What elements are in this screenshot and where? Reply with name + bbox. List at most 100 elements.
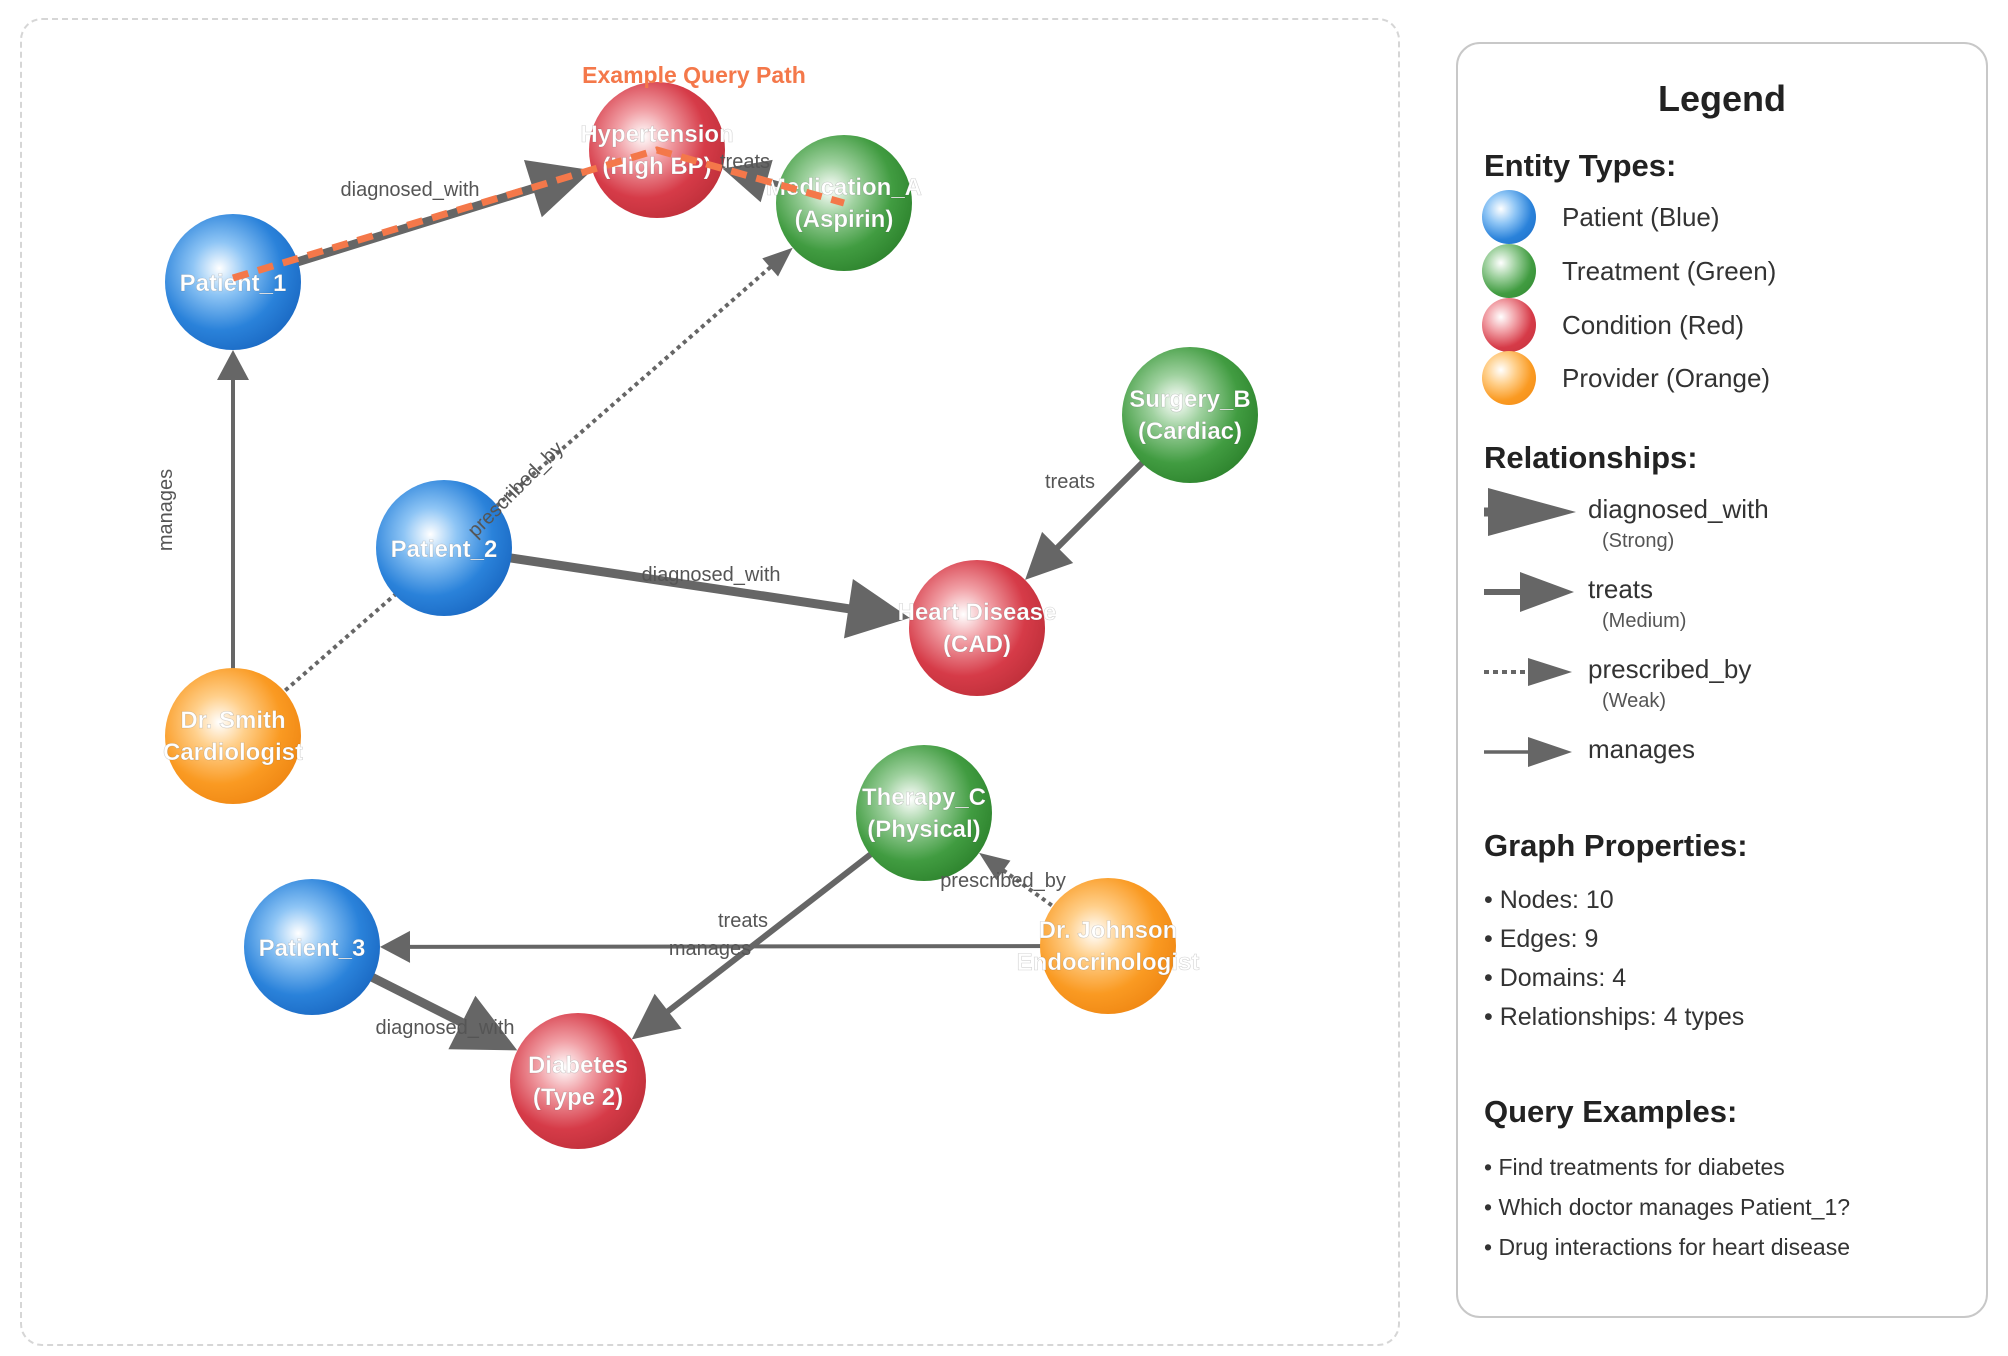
edge-arrowhead — [379, 930, 411, 963]
rel-strength: (Strong) — [1602, 530, 1675, 552]
legend-rel-treats: treats (Medium) — [1482, 560, 1962, 632]
query-path-label: Example Query Path — [582, 62, 806, 88]
graph-property-relationships: • Relationships: 4 types — [1484, 1003, 1745, 1031]
patient-swatch — [1482, 190, 1536, 244]
node-heart-disease[interactable]: Heart Disease(CAD) — [897, 560, 1057, 696]
edge-line — [405, 944, 1071, 949]
query-example-item: • Which doctor manages Patient_1? — [1484, 1194, 1851, 1220]
edge-prescribed-by — [979, 852, 1079, 926]
edge-label: treats — [718, 910, 768, 932]
edge-line — [663, 833, 897, 1017]
node-label: (Type 2) — [533, 1084, 623, 1111]
node-label: Patient_3 — [259, 935, 366, 962]
legend-item-label: Condition (Red) — [1562, 310, 1745, 340]
patient-node-circle — [165, 214, 301, 350]
node-patient-1[interactable]: Patient_1 — [165, 214, 301, 350]
edge-line — [480, 549, 854, 614]
legend-item-treatment: Treatment (Green) — [1482, 244, 1962, 300]
medium-arrow-icon — [1484, 572, 1574, 612]
graph-property-edges: • Edges: 9 — [1484, 925, 1599, 953]
condition-node-circle — [909, 560, 1045, 696]
legend-rel-manages: manages — [1482, 720, 1962, 790]
rel-strength: (Weak) — [1602, 690, 1667, 712]
rel-strength: (Medium) — [1602, 610, 1687, 632]
node-therapy-c[interactable]: Therapy_C (Physical) — [856, 745, 992, 881]
condition-node-circle — [510, 1013, 646, 1149]
node-label: Heart Disease — [898, 599, 1057, 626]
edge-label: prescribed_by — [940, 870, 1066, 892]
node-label: Hypertension — [580, 121, 733, 148]
query-example-item: • Drug interactions for heart disease — [1484, 1234, 1851, 1260]
edge-label: treats — [1045, 471, 1095, 493]
legend-title: Legend — [1657, 78, 1786, 119]
query-path-line — [231, 146, 845, 282]
node-surgery-b[interactable]: Surgery_B (Cardiac) — [1122, 347, 1258, 483]
rel-label: manages — [1588, 734, 1695, 764]
node-diabetes[interactable]: Diabetes (Type 2) — [510, 1013, 646, 1149]
edge-manages — [379, 930, 1071, 963]
graph-panel — [20, 18, 1400, 1346]
node-label: Dr. Smith — [180, 707, 285, 734]
legend-rel-diagnosed-with: diagnosed_with (Strong) — [1482, 480, 1962, 552]
graph-properties-title: Graph Properties: — [1484, 828, 1748, 863]
provider-node-circle — [165, 668, 301, 804]
manages-arrow-icon — [1484, 737, 1572, 767]
edge-arrowhead — [448, 995, 518, 1051]
node-label: Diabetes — [528, 1052, 628, 1079]
treatment-node-circle — [856, 745, 992, 881]
edge-label: manages — [155, 469, 177, 551]
rel-label: treats — [1588, 574, 1654, 604]
patient-node-circle — [244, 879, 380, 1015]
node-label: Therapy_C — [862, 784, 986, 811]
edge-line — [259, 263, 775, 713]
node-label: Dr. Johnson — [1039, 917, 1178, 944]
edge-label: treats — [720, 151, 770, 173]
query-examples-title: Query Examples: — [1484, 1094, 1738, 1129]
strong-arrow-icon — [1484, 488, 1576, 536]
legend-item-label: Provider (Orange) — [1562, 363, 1771, 393]
legend-panel: Legend Entity Types: Patient (Blue) Trea… — [1456, 42, 1988, 1318]
entity-types-title: Entity Types: — [1484, 148, 1677, 183]
legend-item-patient: Patient (Blue) — [1482, 190, 1962, 246]
node-patient-3[interactable]: Patient_3 — [244, 879, 380, 1015]
relationships-title: Relationships: — [1484, 440, 1698, 475]
node-label: (Aspirin) — [795, 206, 894, 233]
edge-arrowhead — [1025, 531, 1074, 580]
graph-property-domains: • Domains: 4 — [1484, 964, 1627, 992]
edge-arrowhead — [843, 579, 910, 639]
edge-label: diagnosed_with — [341, 179, 480, 201]
edge-arrowhead — [631, 993, 682, 1040]
graph-property-nodes: • Nodes: 10 — [1484, 886, 1614, 914]
legend-item-label: Patient (Blue) — [1562, 202, 1720, 232]
edge-arrowhead — [523, 159, 593, 218]
node-label: (High BP) — [602, 153, 711, 180]
treatment-node-circle — [1122, 347, 1258, 483]
legend-item-label: Treatment (Green) — [1562, 256, 1777, 286]
node-label: (Physical) — [867, 816, 980, 843]
query-example-item: • Find treatments for diabetes — [1484, 1154, 1785, 1180]
provider-swatch — [1482, 351, 1536, 405]
rel-label: prescribed_by — [1588, 654, 1752, 684]
patient-node-circle — [376, 480, 512, 616]
legend-rel-prescribed-by: prescribed_by (Weak) — [1482, 640, 1962, 712]
edge-label: diagnosed_with — [376, 1017, 515, 1039]
rel-label: diagnosed_with — [1588, 494, 1769, 524]
legend-item-provider: Provider (Orange) — [1482, 351, 1962, 407]
provider-node-circle — [1040, 878, 1176, 1014]
node-label: Patient_1 — [180, 270, 287, 297]
node-label: (Cardiac) — [1138, 418, 1242, 445]
weak-arrow-icon — [1484, 658, 1572, 686]
node-patient-2[interactable]: Patient_2 — [376, 480, 512, 616]
edge-arrowhead — [979, 852, 1011, 881]
node-label: Surgery_B — [1129, 386, 1250, 413]
node-label: Patient_2 — [391, 536, 498, 563]
edge-diagnosed-with — [480, 549, 910, 639]
node-label: Cardiologist — [163, 739, 303, 766]
node-label: Endocrinologist — [1017, 949, 1200, 976]
edge-prescribed-by — [259, 247, 793, 713]
edge-treats — [631, 833, 897, 1040]
edge-manages — [217, 350, 249, 699]
legend-item-condition: Condition (Red) — [1482, 298, 1962, 354]
